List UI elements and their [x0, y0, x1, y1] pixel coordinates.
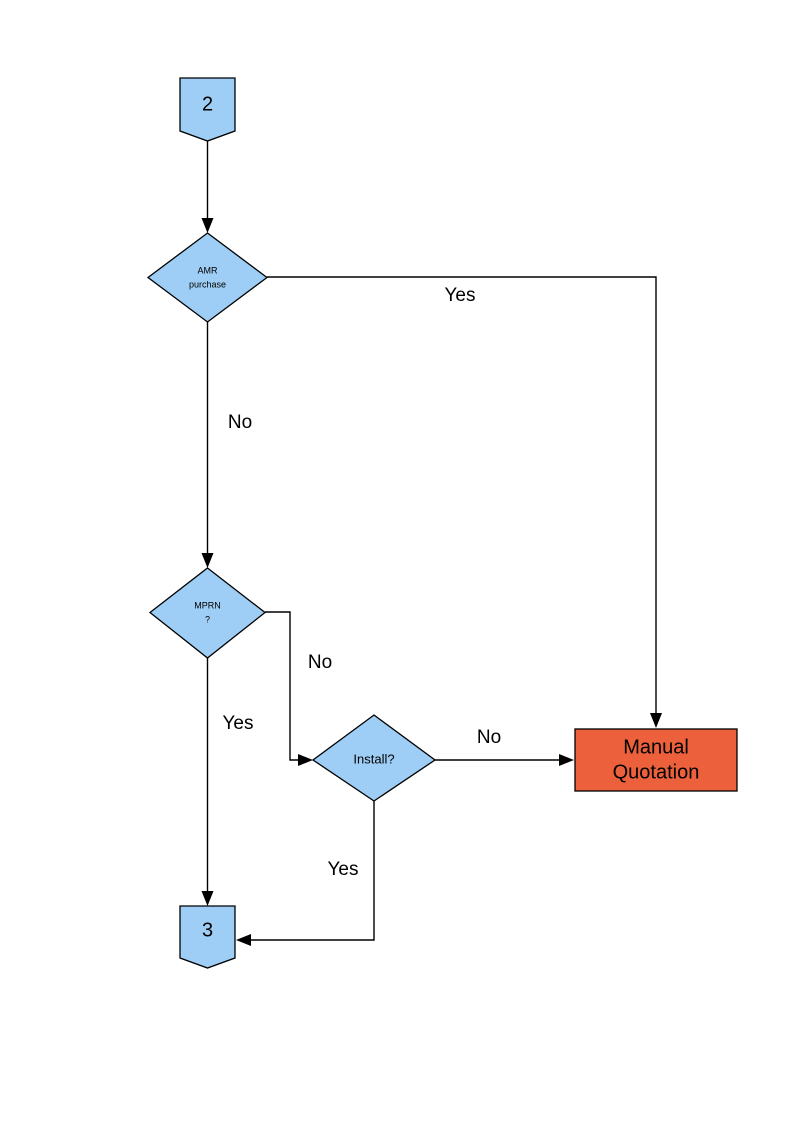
edge-mprn-yes-to-end	[201, 658, 214, 906]
arrowhead-into-mprn	[201, 553, 214, 568]
mprn-decision-label-line2: ?	[205, 614, 210, 624]
amr-decision-label-line2: purchase	[189, 279, 226, 289]
start-connector-label: 2	[202, 93, 213, 115]
node-install-decision[interactable]: Install?	[311, 714, 437, 802]
start-connector-shape[interactable]	[179, 77, 236, 142]
edge-mprn-no-path	[265, 611, 307, 761]
mprn-decision-label-line1: MPRN	[194, 600, 221, 610]
edge-label-install-yes: Yes	[328, 859, 359, 880]
manual-quotation-label-line1: Manual	[623, 736, 689, 758]
edge-amr-yes-path	[267, 276, 657, 722]
edge-label-amr-no: No	[228, 412, 252, 433]
end-connector-shape[interactable]	[179, 905, 236, 969]
arrowhead-into-end-connector-right	[236, 934, 251, 946]
arrowhead-into-install	[298, 754, 313, 766]
node-end-connector[interactable]: 3	[179, 905, 236, 969]
amr-decision-label-line1: AMR	[198, 265, 219, 275]
install-decision-label: Install?	[353, 751, 394, 766]
edge-install-yes-path	[242, 801, 375, 941]
end-connector-label: 3	[202, 919, 213, 941]
arrowhead-into-amr	[201, 218, 214, 233]
edge-install-yes-to-end	[236, 801, 375, 946]
node-manual-quotation[interactable]: Manual Quotation	[574, 728, 738, 792]
edge-amr-no-to-mprn	[201, 322, 214, 568]
edge-install-no-to-manual-quotation	[435, 754, 574, 766]
arrowhead-into-manual-quotation-top	[650, 713, 662, 728]
amr-decision-shape[interactable]	[146, 232, 269, 323]
node-mprn-decision[interactable]: MPRN ?	[148, 567, 267, 659]
edge-label-install-no: No	[477, 727, 501, 748]
node-start-connector[interactable]: 2	[179, 77, 236, 142]
edge-amr-yes-to-manual-quotation	[267, 276, 662, 728]
node-amr-decision[interactable]: AMR purchase	[146, 232, 269, 323]
mprn-decision-shape[interactable]	[148, 567, 267, 659]
edge-mprn-no-to-install	[265, 611, 313, 766]
edge-start-to-amr	[201, 141, 214, 233]
edge-label-mprn-no: No	[308, 652, 332, 673]
edge-label-amr-yes: Yes	[445, 285, 476, 306]
arrowhead-into-manual-quotation-left	[559, 754, 574, 766]
install-decision-shape[interactable]	[311, 714, 437, 802]
manual-quotation-shape[interactable]	[574, 728, 738, 792]
manual-quotation-label-line2: Quotation	[613, 761, 700, 783]
edge-label-mprn-yes: Yes	[223, 713, 254, 734]
arrowhead-into-end-connector-top	[201, 891, 214, 906]
